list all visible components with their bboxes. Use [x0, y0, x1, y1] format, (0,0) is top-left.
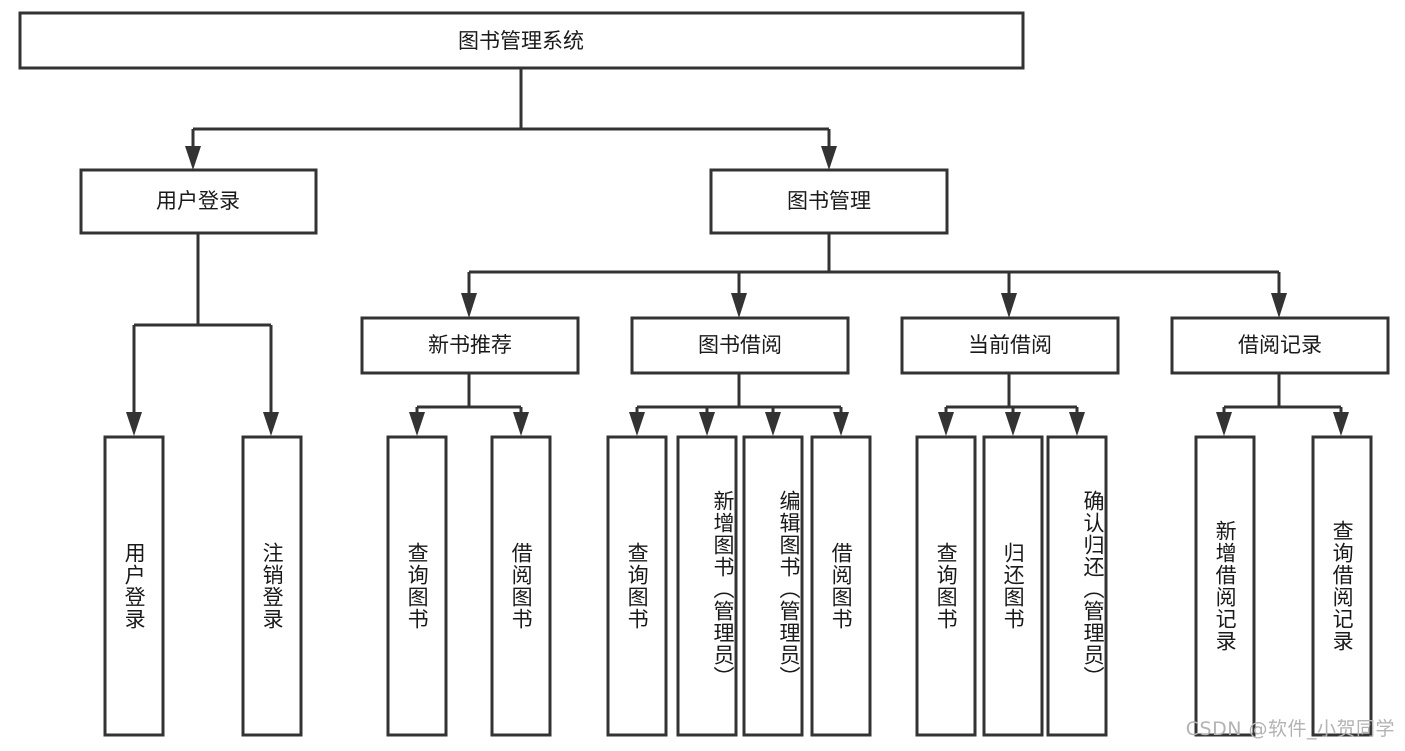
leaf-cb-return-book-box[interactable] — [982, 435, 1044, 737]
leaf-br-add-record[interactable]: 新增借阅记录 — [1194, 435, 1256, 737]
leaf-bb-borrow-book[interactable]: 借阅图书 — [810, 435, 872, 737]
node-current-borrow[interactable]: 当前借阅 — [900, 316, 1120, 375]
arrow-bb-leaf-4 — [833, 412, 849, 436]
arrow-cb-leaf-1 — [938, 412, 954, 436]
leaf-br-add-record-box[interactable] — [1194, 435, 1256, 737]
node-root-system[interactable]: 图书管理系统 — [18, 11, 1025, 70]
leaf-user-login-label: 用户登录 — [122, 542, 147, 630]
node-book-borrow-box[interactable] — [630, 316, 850, 375]
node-user-login[interactable]: 用户登录 — [79, 168, 318, 235]
connector-group-book-manage — [461, 233, 1287, 318]
arrow-bb-leaf-1 — [629, 412, 645, 436]
node-book-borrow-label: 图书借阅 — [698, 333, 782, 357]
leaf-br-add-record-label: 新增借阅记录 — [1213, 520, 1238, 652]
leaf-cb-query-book[interactable]: 查询图书 — [915, 435, 977, 737]
leaf-logout-box[interactable] — [241, 435, 303, 737]
leaf-br-query-record[interactable]: 查询借阅记录 — [1311, 435, 1373, 737]
leaf-br-query-record-label: 查询借阅记录 — [1330, 520, 1355, 652]
leaf-bb-query-book-label: 查询图书 — [625, 542, 650, 630]
leaf-cb-query-book-label: 查询图书 — [934, 542, 959, 630]
arrow-br-leaf-1 — [1216, 412, 1232, 436]
node-new-book-recommend-label: 新书推荐 — [428, 333, 512, 357]
arrow-to-leaf-logout — [263, 412, 279, 436]
leaf-nb-borrow-book-label: 借阅图书 — [509, 542, 534, 630]
node-book-manage[interactable]: 图书管理 — [709, 168, 949, 235]
leaf-nb-query-book-box[interactable] — [386, 435, 448, 737]
node-borrow-record-box[interactable] — [1170, 316, 1390, 375]
csdn-watermark: CSDN @软件_小贺同学 — [1185, 718, 1395, 740]
leaf-bb-add-book[interactable]: 新增图书（管理员） — [676, 435, 738, 737]
arrow-to-book-manage — [821, 146, 837, 170]
arrow-br-leaf-2 — [1333, 412, 1349, 436]
connector-group-user-login — [126, 233, 279, 436]
leaf-bb-add-book-box[interactable] — [676, 435, 738, 737]
connector-group-root — [185, 68, 837, 170]
node-new-book-recommend-box[interactable] — [360, 316, 580, 375]
leaf-logout[interactable]: 注销登录 — [241, 435, 303, 737]
connector-group-new-book-recommend — [409, 373, 529, 436]
connector-group-borrow-record — [1216, 373, 1349, 436]
node-book-manage-label: 图书管理 — [787, 189, 871, 213]
arrow-to-new-book — [461, 293, 477, 318]
arrow-nb-leaf-2 — [513, 412, 529, 436]
arrow-cb-leaf-3 — [1069, 412, 1085, 436]
node-borrow-record[interactable]: 借阅记录 — [1170, 316, 1390, 375]
arrow-to-borrow-record — [1271, 293, 1287, 318]
node-root-system-label: 图书管理系统 — [458, 29, 584, 53]
leaf-bb-query-book-box[interactable] — [606, 435, 668, 737]
arrow-to-book-borrow — [731, 293, 747, 318]
leaf-cb-return-book[interactable]: 归还图书 — [982, 435, 1044, 737]
leaf-bb-query-book[interactable]: 查询图书 — [606, 435, 668, 737]
leaf-bb-add-book-label: 新增图书（管理员） — [711, 490, 735, 688]
leaf-cb-return-book-label: 归还图书 — [1001, 542, 1026, 630]
arrow-to-leaf-user-login — [126, 412, 142, 436]
leaf-user-login-box[interactable] — [103, 435, 165, 737]
arrow-nb-leaf-1 — [409, 412, 425, 436]
node-current-borrow-label: 当前借阅 — [968, 333, 1052, 357]
node-current-borrow-box[interactable] — [900, 316, 1120, 375]
arrow-bb-leaf-2 — [699, 412, 715, 436]
leaf-cb-confirm-return-label: 确认归还（管理员） — [1081, 490, 1105, 688]
leaf-cb-confirm-return[interactable]: 确认归还（管理员） — [1046, 435, 1108, 737]
leaf-bb-edit-book-label: 编辑图书（管理员） — [777, 490, 801, 688]
node-new-book-recommend[interactable]: 新书推荐 — [360, 316, 580, 375]
arrow-to-current-borrow — [1001, 293, 1017, 318]
leaf-bb-borrow-book-box[interactable] — [810, 435, 872, 737]
node-user-login-label: 用户登录 — [156, 189, 240, 213]
leaf-bb-borrow-book-label: 借阅图书 — [829, 542, 854, 630]
leaf-logout-label: 注销登录 — [260, 542, 285, 630]
leaf-bb-edit-book-box[interactable] — [742, 435, 804, 737]
node-user-login-box[interactable] — [79, 168, 318, 235]
arrow-cb-leaf-2 — [1005, 412, 1021, 436]
arrow-bb-leaf-3 — [765, 412, 781, 436]
connector-group-current-borrow — [938, 373, 1085, 436]
connector-group-book-borrow — [629, 373, 849, 436]
node-borrow-record-label: 借阅记录 — [1238, 333, 1322, 357]
leaf-nb-borrow-book[interactable]: 借阅图书 — [490, 435, 552, 737]
leaf-cb-query-book-box[interactable] — [915, 435, 977, 737]
leaf-br-query-record-box[interactable] — [1311, 435, 1373, 737]
node-book-manage-box[interactable] — [709, 168, 949, 235]
leaf-cb-confirm-return-box[interactable] — [1046, 435, 1108, 737]
node-book-borrow[interactable]: 图书借阅 — [630, 316, 850, 375]
leaf-user-login[interactable]: 用户登录 — [103, 435, 165, 737]
leaf-bb-edit-book[interactable]: 编辑图书（管理员） — [742, 435, 804, 737]
leaf-nb-borrow-book-box[interactable] — [490, 435, 552, 737]
node-root-system-box[interactable] — [18, 11, 1025, 70]
arrow-to-user-login — [185, 146, 201, 170]
leaf-nb-query-book-label: 查询图书 — [405, 542, 430, 630]
leaf-nb-query-book[interactable]: 查询图书 — [386, 435, 448, 737]
